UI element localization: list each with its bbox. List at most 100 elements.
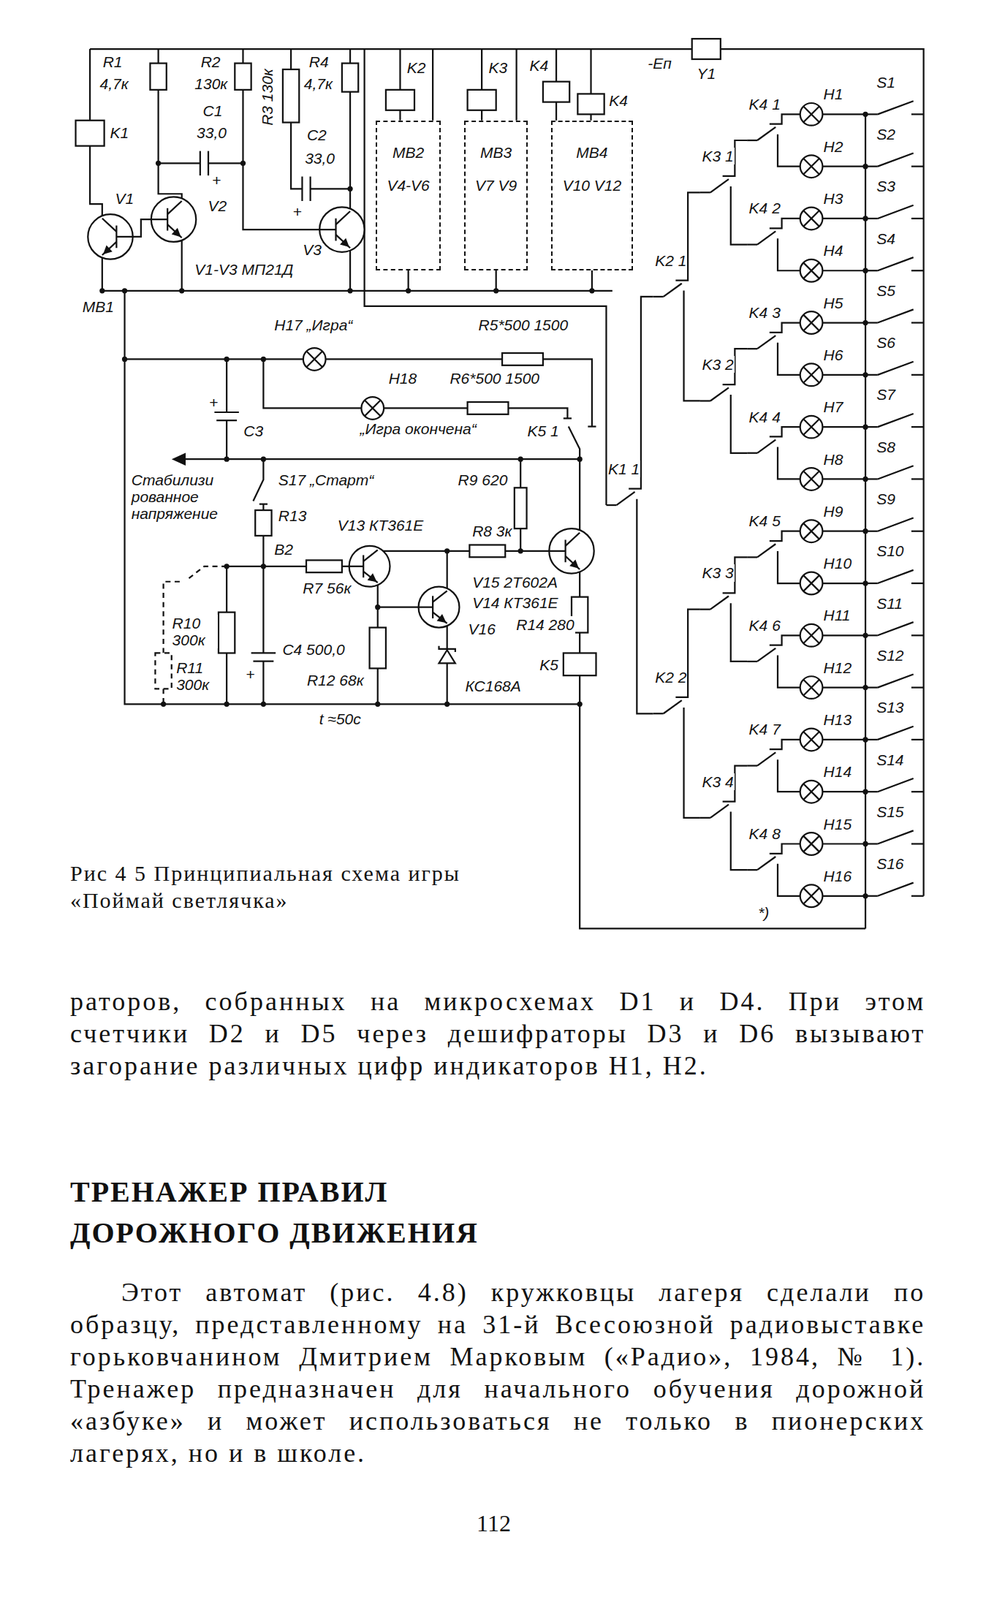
lamp-label: H4: [823, 241, 845, 259]
relay-contact: [700, 556, 747, 662]
relay-contact-label: K2 2: [654, 668, 688, 686]
lamp-symbol: [800, 311, 824, 335]
switch-label: S16: [875, 855, 905, 872]
lamp-symbol: [800, 676, 824, 699]
wire: [158, 162, 201, 164]
module-box: МВ2V4-V6: [375, 120, 441, 271]
transistor-emitter: [432, 612, 448, 624]
switch-label: S15: [875, 803, 905, 821]
wire: [822, 269, 866, 272]
lamp-label: H2: [823, 138, 845, 155]
junction-dot: [224, 563, 230, 569]
part-label: Y1: [695, 65, 717, 82]
wire: [431, 48, 434, 121]
part-label: +: [208, 393, 219, 411]
part-label: МВ1: [81, 298, 115, 316]
wire: [822, 478, 866, 480]
resistor-symbol: [469, 544, 506, 557]
junction-dot: [122, 287, 128, 294]
wire: [822, 790, 866, 793]
part-label: В2: [273, 540, 294, 558]
junction-dot: [518, 456, 524, 462]
lamp-label: H5: [823, 294, 845, 312]
transistor-body: [319, 206, 364, 252]
lamp-symbol: [800, 103, 824, 126]
relay-contact: [746, 218, 801, 271]
transistor-body: [418, 586, 460, 628]
relay-contact: [700, 348, 747, 454]
wire: [446, 551, 449, 591]
relay-contact-label: K3 1: [700, 147, 734, 165]
push-switch: [865, 882, 924, 897]
optional-wire: [185, 566, 227, 582]
wire: [822, 165, 866, 168]
part-label: t ≈50с: [318, 710, 362, 728]
transistor-emitter: [102, 241, 117, 256]
wire: [89, 48, 693, 50]
wire: [225, 652, 228, 704]
lamp-label: H14: [823, 763, 853, 780]
resistor-symbol: [218, 612, 235, 654]
wire: [225, 420, 228, 460]
junction-dot: [224, 701, 230, 707]
wire: [822, 113, 866, 115]
resistor-symbol: [255, 510, 272, 536]
wire: [399, 110, 401, 121]
wire: [290, 48, 292, 70]
relay-coil-symbol: [385, 89, 415, 111]
emitter-arrow: [438, 615, 446, 622]
wire: [207, 151, 210, 177]
wire: [290, 122, 302, 190]
transistor-emitter: [565, 556, 581, 570]
wire: [349, 92, 351, 212]
wire: [216, 419, 237, 422]
wire: [480, 48, 483, 90]
part-label: R10 300к: [171, 614, 218, 649]
junction-dot: [260, 356, 267, 362]
page-number: 112: [391, 1510, 597, 1537]
wire: [124, 358, 304, 360]
wire: [822, 686, 866, 688]
wire: [822, 217, 866, 220]
push-switch: [865, 673, 924, 688]
zener-diode-symbol: [439, 649, 456, 663]
wire: [822, 426, 866, 428]
part-label: C1: [202, 102, 224, 120]
wire: [241, 48, 244, 64]
junction-dot: [260, 563, 267, 569]
wire: [226, 565, 307, 568]
resistor-symbol: [502, 353, 544, 366]
part-label: R2: [200, 53, 222, 71]
resistor-symbol: [467, 402, 509, 415]
junction-dot: [224, 456, 230, 462]
junction-dot: [862, 268, 868, 274]
junction-dot: [493, 287, 499, 294]
junction-dot: [862, 632, 868, 639]
wire: [377, 606, 419, 609]
relay-contact-label: K4 7: [748, 720, 782, 738]
part-label: V1: [114, 190, 135, 207]
wire: [252, 459, 264, 501]
junction-dot: [862, 893, 868, 899]
wire: [158, 89, 182, 202]
transistor-symbol: [151, 196, 196, 242]
module-label: МВ2: [392, 143, 424, 161]
push-switch: [865, 361, 924, 375]
part-label: K1: [108, 124, 130, 142]
lamp-label: H9: [823, 502, 845, 520]
wire: [124, 290, 581, 704]
junction-dot: [862, 684, 868, 690]
wire: [515, 48, 517, 121]
figure-caption: Рис 4 5 Принципиальная схема игры «Пойма…: [69, 859, 475, 914]
relay-contact-label: K4 1: [748, 95, 782, 113]
module-box: МВ4V10 V12: [551, 120, 633, 271]
wire: [446, 623, 449, 650]
switch-label: S11: [875, 594, 904, 612]
wire: [480, 110, 483, 121]
wire: [505, 550, 549, 552]
switch-label: S5: [875, 282, 897, 299]
push-switch: [865, 465, 924, 479]
wire: [579, 675, 866, 929]
part-label: R5*500 1500: [478, 316, 570, 334]
wire: [342, 565, 350, 568]
